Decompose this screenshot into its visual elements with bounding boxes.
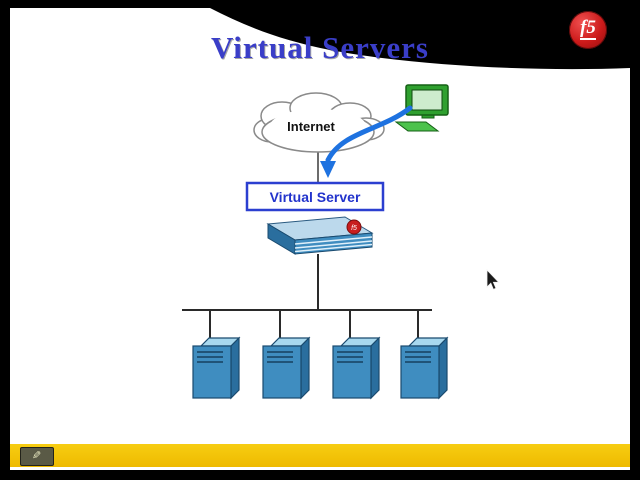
internet-cloud [253,92,385,153]
network-diagram: Internet Virtual Server [182,84,500,400]
internet-label: Internet [287,119,335,134]
slide-title: Virtual Servers [211,30,429,65]
svg-text:f5: f5 [351,225,357,232]
server-tower [400,336,449,400]
bigip-appliance: f5 [266,216,374,255]
bottom-accent-bar: ✎ [10,444,630,467]
slideshow-pen-button[interactable]: ✎ [20,447,54,466]
f5-logo: f5 [569,11,607,49]
client-computer-icon [394,84,449,132]
virtual-server-box: Virtual Server [245,181,385,212]
slide-canvas[interactable]: Virtual Servers f5 Internet [10,8,630,470]
f5-ball-icon: f5 [346,219,362,235]
server-tower [192,336,241,400]
server-drop-lines [209,310,419,340]
server-tower [262,336,311,400]
pen-icon: ✎ [32,450,42,462]
f5-logo-text: f5 [580,17,596,40]
mouse-cursor [486,269,500,290]
connection-arrow [320,105,413,178]
server-tower [332,336,381,400]
virtual-server-label: Virtual Server [270,189,361,205]
